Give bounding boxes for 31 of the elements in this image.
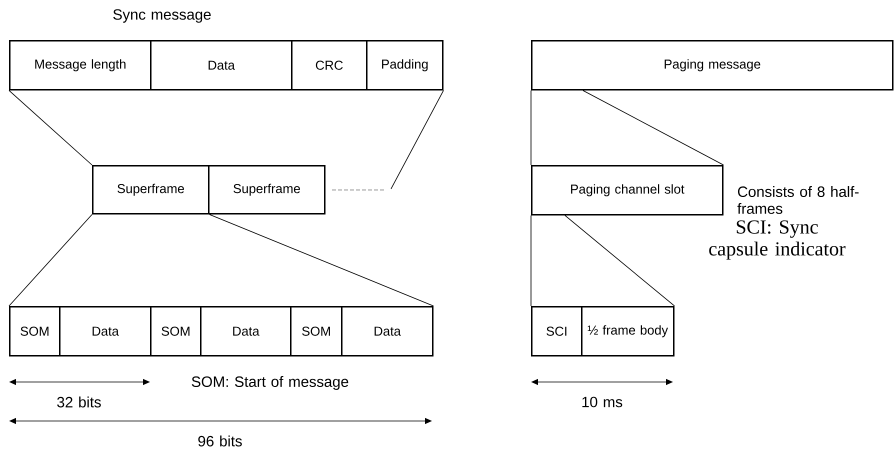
text-label: 10 ms <box>582 396 622 408</box>
frame-field: CRC <box>291 40 368 90</box>
text-label: Consists of 8 half-frames <box>737 186 859 214</box>
frame-field: Data <box>59 306 152 356</box>
expansion-line <box>390 90 444 190</box>
text-label: SCI: Sync capsule indicator <box>709 220 846 260</box>
frame-field: SOM <box>150 306 202 356</box>
expansion-line <box>582 90 724 166</box>
frame-field: Data <box>150 40 292 90</box>
frame-field: ½ frame body <box>581 306 674 356</box>
frame-field: Message length <box>9 40 152 90</box>
expansion-line <box>564 215 675 306</box>
text-label: 96 bits <box>198 436 242 446</box>
expansion-line <box>8 214 92 306</box>
expansion-line <box>8 90 92 166</box>
text-label: Sync message <box>113 9 211 23</box>
text-label: SOM: Start of message <box>192 376 348 390</box>
frame-field: Superframe <box>92 164 210 214</box>
frame-field: Paging channel slot <box>531 164 724 216</box>
text-label: 32 bits <box>57 396 101 408</box>
frame-field: Data <box>200 306 292 356</box>
expansion-line <box>530 215 532 306</box>
expansion-line <box>530 90 532 166</box>
frame-field: Superframe <box>208 164 326 214</box>
frame-field: Data <box>341 306 434 356</box>
frame-field: SOM <box>290 306 342 356</box>
expansion-line <box>209 214 434 306</box>
frame-field: Paging message <box>531 40 894 90</box>
frame-field: SOM <box>9 306 60 356</box>
frame-field: SCI <box>531 306 582 356</box>
frame-field: Padding <box>366 40 444 90</box>
